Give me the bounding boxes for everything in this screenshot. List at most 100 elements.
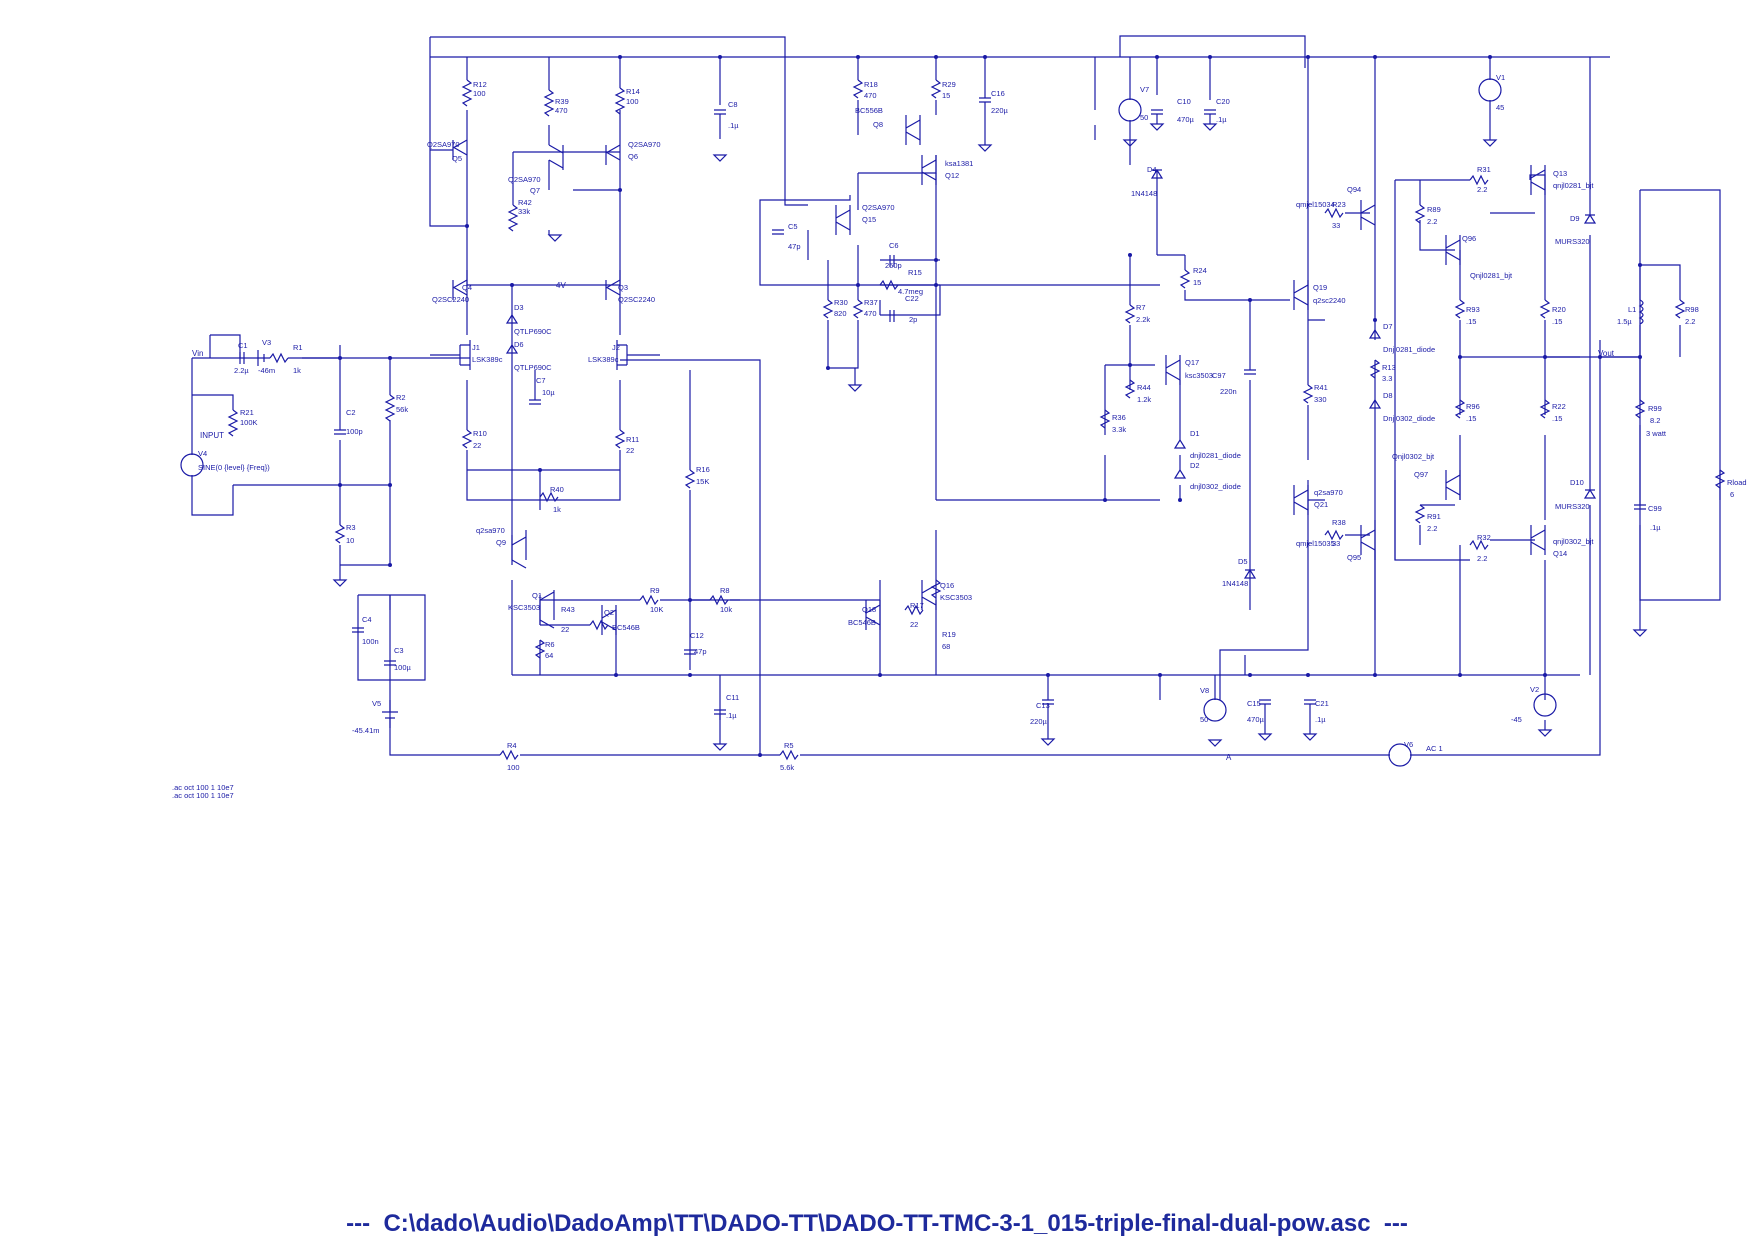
label-value: 33 bbox=[1332, 539, 1340, 548]
label-ref: Q1 bbox=[532, 591, 542, 600]
diode-D9 bbox=[1583, 213, 1597, 224]
label-value: BC546B bbox=[612, 623, 640, 632]
capacitor-C5 bbox=[772, 229, 784, 235]
label-ref: J1 bbox=[472, 343, 480, 352]
label-value: 22 bbox=[473, 441, 481, 450]
label-ref: C16 bbox=[991, 89, 1005, 98]
label-value: Q2SA970 bbox=[508, 175, 541, 184]
label-value: 10K bbox=[650, 605, 663, 614]
directive-ac-1: .ac oct 100 1 10e7 bbox=[172, 783, 234, 792]
label-value: LSK389c bbox=[588, 355, 619, 364]
resistor-R1 bbox=[269, 352, 289, 364]
label-value: dnjl0281_diode bbox=[1190, 451, 1241, 460]
label-value: 220µ bbox=[1030, 717, 1048, 726]
label-value: 250p bbox=[885, 261, 902, 270]
label-ref: V6 bbox=[1404, 740, 1413, 749]
label-ref: R13 bbox=[1382, 363, 1396, 372]
label-ref: D3 bbox=[514, 303, 524, 312]
label-ref: R22 bbox=[1552, 402, 1566, 411]
label-value: Qnjl0302_bjt bbox=[1392, 452, 1435, 461]
transistor-Q12 bbox=[921, 155, 937, 185]
label-value: Dnjl0281_diode bbox=[1383, 345, 1435, 354]
capacitor-C10 bbox=[1151, 109, 1163, 124]
label-ref: R43 bbox=[561, 605, 575, 614]
label-value: 100K bbox=[240, 418, 258, 427]
label-ref: C8 bbox=[728, 100, 738, 109]
resistor-R23 bbox=[1324, 207, 1344, 219]
label-ref: C3 bbox=[394, 646, 404, 655]
ground-V7 bbox=[1122, 139, 1138, 147]
label-value: dnjl0302_diode bbox=[1190, 482, 1241, 491]
net-label-4v: 4V bbox=[556, 281, 566, 290]
diode-D4 bbox=[1150, 168, 1164, 179]
resistor-R9 bbox=[639, 594, 659, 606]
label-value: 15 bbox=[942, 91, 950, 100]
transistor-Q6 bbox=[605, 140, 621, 165]
label-value: QTLP690C bbox=[514, 327, 552, 336]
resistor-R16 bbox=[684, 469, 696, 489]
resistor-R4 bbox=[499, 749, 519, 761]
label-value: 68 bbox=[942, 642, 950, 651]
label-ref: R1 bbox=[293, 343, 303, 352]
label-ref: C20 bbox=[1216, 97, 1230, 106]
capacitor-C21 bbox=[1304, 699, 1316, 734]
label-value: qmjel15035 bbox=[1296, 539, 1335, 548]
label-ref: R6 bbox=[545, 640, 555, 649]
resistor-R22 bbox=[1539, 399, 1551, 419]
label-value: .15 bbox=[1466, 317, 1476, 326]
label-ref: Q4 bbox=[462, 283, 472, 292]
transistor-Q8 bbox=[905, 115, 921, 145]
ground-C21 bbox=[1302, 733, 1318, 741]
label-ref: Q9 bbox=[496, 538, 506, 547]
transistor-Q14 bbox=[1530, 525, 1546, 555]
capacitor-C4 bbox=[352, 627, 364, 633]
capacitor-C13 bbox=[1042, 699, 1054, 739]
ground-C16 bbox=[977, 144, 993, 152]
source-V7 bbox=[1118, 98, 1142, 122]
label-value: 100 bbox=[473, 89, 486, 98]
label-ref: V5 bbox=[372, 699, 381, 708]
resistor-R38 bbox=[1324, 529, 1344, 541]
label-ref: Q2 bbox=[604, 608, 614, 617]
capacitor-C1 bbox=[239, 352, 245, 364]
resistor-R30 bbox=[822, 299, 834, 319]
resistor-R36 bbox=[1099, 409, 1111, 429]
resistor-R5 bbox=[779, 749, 799, 761]
transistor-Q18 bbox=[865, 600, 881, 630]
label-value: MURS320 bbox=[1555, 237, 1590, 246]
label-value: 1.2k bbox=[1137, 395, 1151, 404]
label-ref: Q6 bbox=[628, 152, 638, 161]
label-ref: C99 bbox=[1648, 504, 1662, 513]
resistor-R7 bbox=[1124, 304, 1136, 324]
transistor-Q7 bbox=[548, 144, 564, 190]
label-ref: C7 bbox=[536, 376, 546, 385]
transistor-Q13 bbox=[1530, 165, 1546, 195]
net-labels: Vin Vout INPUT A 4V bbox=[192, 281, 1615, 762]
label-ref: R89 bbox=[1427, 205, 1441, 214]
label-value: -45.41m bbox=[352, 726, 380, 735]
label-value: Qnjl0281_bjt bbox=[1470, 271, 1513, 280]
diode-D2 bbox=[1173, 468, 1187, 479]
label-value: Q2SA970 bbox=[427, 140, 460, 149]
label-value: KSC3503 bbox=[940, 593, 972, 602]
label-value: .15 bbox=[1466, 414, 1476, 423]
label-value: 100n bbox=[362, 637, 379, 646]
label-ref: D2 bbox=[1190, 461, 1200, 470]
label-value: 22 bbox=[626, 446, 634, 455]
label-ref: C97 bbox=[1212, 371, 1226, 380]
label-value: 47p bbox=[694, 647, 707, 656]
label-ref: Q3 bbox=[618, 283, 628, 292]
resistor-R96 bbox=[1454, 399, 1466, 419]
label-value: 2.2 bbox=[1685, 317, 1695, 326]
label-ref: Q16 bbox=[940, 581, 954, 590]
diode-D8 bbox=[1368, 398, 1382, 409]
label-value: 8.2 bbox=[1650, 416, 1660, 425]
label-ref: R19 bbox=[942, 630, 956, 639]
transistor-Q17 bbox=[1165, 355, 1181, 385]
label-value: 470µ bbox=[1177, 115, 1195, 124]
label-ref: V7 bbox=[1140, 85, 1149, 94]
label-value: 470 bbox=[864, 309, 877, 318]
label-ref: Q19 bbox=[1313, 283, 1327, 292]
resistor-R42 bbox=[507, 204, 519, 232]
